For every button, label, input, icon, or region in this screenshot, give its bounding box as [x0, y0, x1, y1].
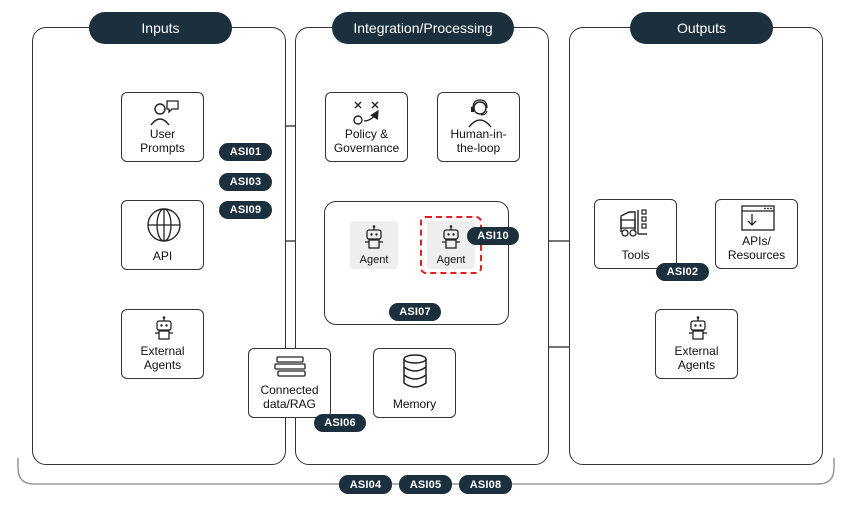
- headset-person-icon: [468, 99, 492, 128]
- user-prompts-node[interactable]: User Prompts: [121, 92, 204, 162]
- strategy-icon: [353, 101, 379, 125]
- connected-data-label: Connected data/RAG: [260, 383, 319, 411]
- memory-label: Memory: [392, 397, 437, 411]
- badge-asi02[interactable]: ASI02: [656, 263, 709, 281]
- input-external-agents-label: External Agents: [140, 344, 185, 372]
- robot-icon: [689, 316, 707, 340]
- processing-header: Integration/Processing: [332, 12, 514, 44]
- tools-label: Tools: [621, 248, 650, 262]
- database-icon: [403, 354, 427, 388]
- agent-primary-label: Agent: [359, 254, 389, 266]
- robot-icon: [155, 316, 173, 340]
- connected-data-node[interactable]: Connected data/RAG: [248, 348, 331, 418]
- badge-asi07[interactable]: ASI07: [389, 303, 441, 321]
- globe-icon: [147, 208, 181, 242]
- memory-node[interactable]: Memory: [373, 348, 456, 418]
- agent-node-primary[interactable]: Agent: [350, 221, 398, 269]
- agent-secondary-label: Agent: [436, 254, 466, 266]
- books-stack-icon: [274, 356, 306, 377]
- policy-governance-label: Policy & Governance: [333, 127, 400, 155]
- badge-asi01[interactable]: ASI01: [219, 143, 272, 161]
- human-in-the-loop-node[interactable]: Human-in- the-loop: [437, 92, 520, 162]
- apis-resources-node[interactable]: APIs/ Resources: [715, 199, 798, 269]
- apis-resources-label: APIs/ Resources: [727, 234, 786, 262]
- user-prompts-label: User Prompts: [140, 127, 185, 155]
- badge-asi08[interactable]: ASI08: [459, 475, 512, 494]
- agent-node-secondary[interactable]: Agent: [427, 221, 475, 269]
- inputs-header: Inputs: [89, 12, 232, 44]
- input-external-agents-node[interactable]: External Agents: [121, 309, 204, 379]
- api-label: API: [152, 249, 173, 263]
- policy-governance-node[interactable]: Policy & Governance: [325, 92, 408, 162]
- human-in-the-loop-label: Human-in- the-loop: [450, 127, 507, 155]
- user-chat-icon: [150, 100, 179, 126]
- badge-asi06[interactable]: ASI06: [314, 414, 366, 432]
- tools-node[interactable]: Tools: [594, 199, 677, 269]
- robot-icon: [442, 225, 460, 249]
- badge-asi05[interactable]: ASI05: [399, 475, 452, 494]
- download-window-icon: [741, 205, 775, 231]
- output-external-agents-node[interactable]: External Agents: [655, 309, 738, 379]
- outputs-header: Outputs: [630, 12, 773, 44]
- badge-asi09[interactable]: ASI09: [219, 201, 272, 219]
- badge-asi10[interactable]: ASI10: [467, 227, 519, 245]
- badge-asi03[interactable]: ASI03: [219, 173, 272, 191]
- robot-icon: [365, 225, 383, 249]
- api-node[interactable]: API: [121, 200, 204, 270]
- badge-asi04[interactable]: ASI04: [339, 475, 392, 494]
- rogue-agent-highlight: [420, 216, 482, 274]
- forklift-icon: [620, 209, 647, 237]
- output-external-agents-label: External Agents: [674, 344, 719, 372]
